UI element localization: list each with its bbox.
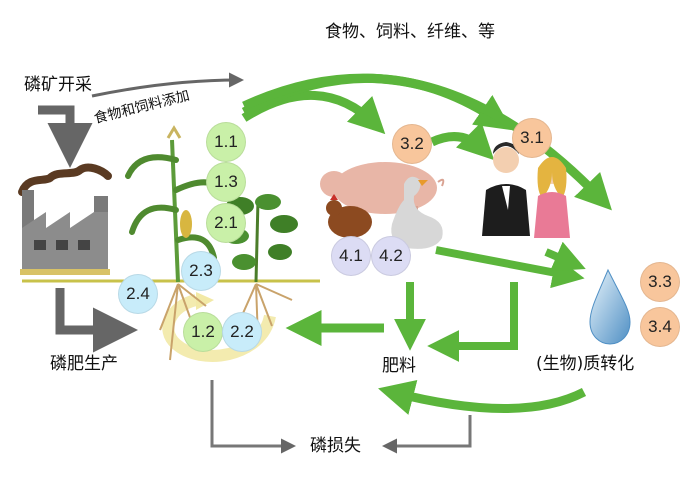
badge-3-3: 3.3: [640, 262, 680, 302]
mining-label: 磷矿开采: [24, 75, 92, 95]
food-feed-fiber-label: 食物、饲料、纤维、等: [325, 22, 495, 42]
badge-2-3: 2.3: [181, 251, 221, 291]
phosphorus-loss-label: 磷损失: [310, 436, 361, 456]
flow-plants-to-bio: [242, 73, 612, 211]
badge-1-3: 1.3: [206, 162, 246, 202]
flow-animals-to-bio: [435, 246, 585, 289]
bio-transformation-label: (生物)质转化: [536, 354, 635, 374]
fertilizer-production-label: 磷肥生产: [50, 354, 118, 374]
chicken-icon: [326, 194, 372, 238]
loss-arrow-right: [382, 415, 472, 454]
water-drop-icon: [589, 268, 631, 345]
flow-bio-to-fertilizer: [378, 379, 587, 415]
badge-1-1: 1.1: [206, 122, 246, 162]
badge-2-4: 2.4: [118, 274, 158, 314]
food-feed-additive-arrow: [91, 72, 244, 98]
flow-animals-to-people: [430, 121, 495, 161]
fertilizer-label: 肥料: [382, 356, 416, 376]
badge-2-2: 2.2: [222, 312, 262, 352]
fertilizer-production-arrow: [55, 288, 138, 353]
recycle-arrowhead: [196, 292, 214, 310]
flow-plants-to-animals: [241, 90, 386, 135]
flow-people-to-bio: [544, 241, 586, 272]
goose-icon: [391, 176, 443, 249]
flow-people-to-fertilizer: [427, 282, 518, 362]
badge-3-4: 3.4: [640, 307, 680, 347]
loss-arrow-left: [210, 380, 296, 454]
badge-3-1: 3.1: [512, 118, 552, 158]
factory-icon: [18, 163, 112, 275]
mining-arrow: [38, 105, 93, 168]
badge-4-2: 4.2: [371, 236, 411, 276]
badge-2-1: 2.1: [206, 203, 246, 243]
people-icon: [482, 142, 570, 238]
badge-4-1: 4.1: [331, 236, 371, 276]
badge-1-2: 1.2: [183, 312, 223, 352]
badge-3-2: 3.2: [392, 124, 432, 164]
